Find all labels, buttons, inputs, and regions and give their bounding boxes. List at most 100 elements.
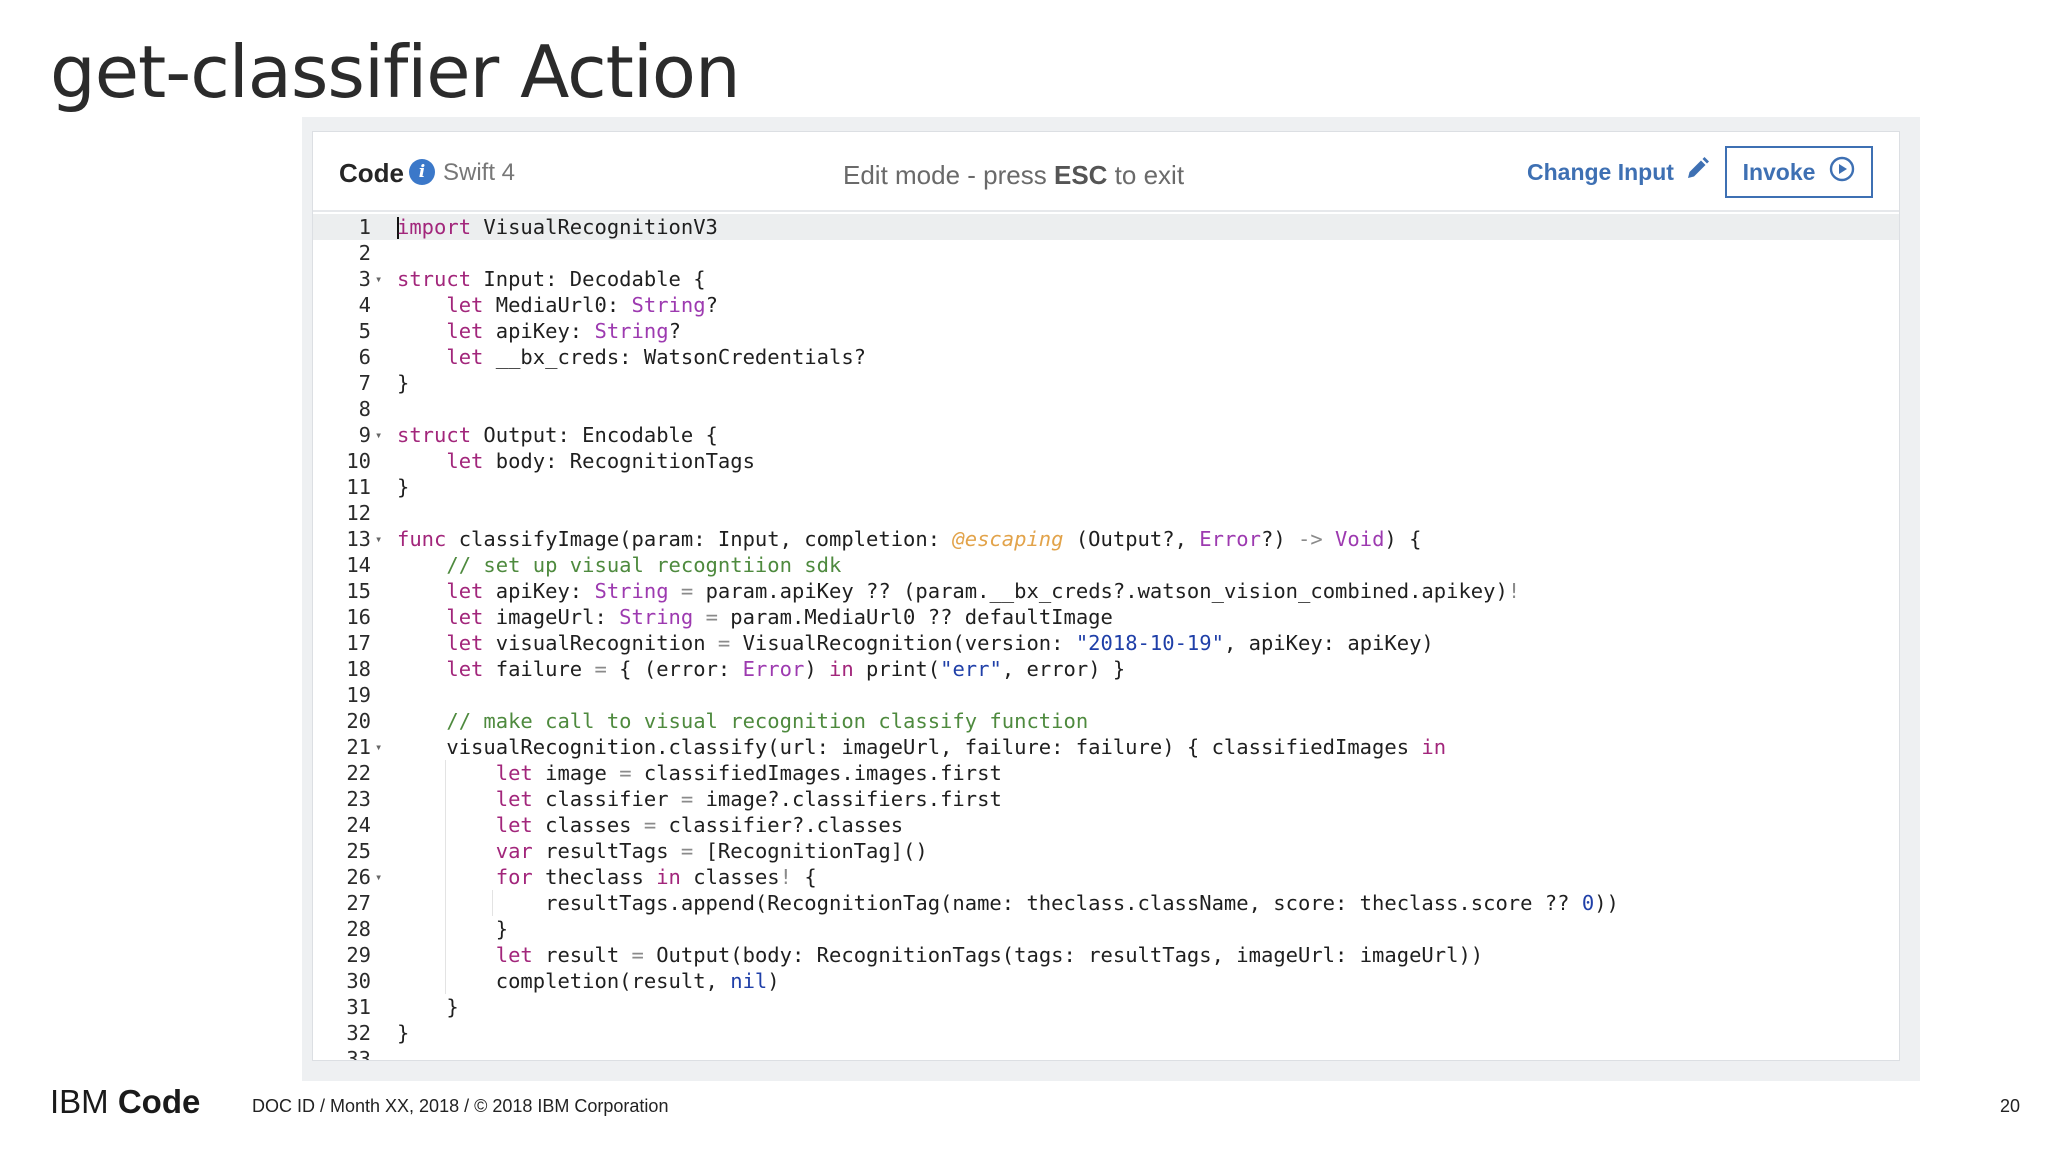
edit-mode-prefix: Edit mode - press	[843, 160, 1054, 190]
indent-guide	[445, 942, 447, 968]
language-label: Swift 4	[443, 159, 516, 186]
brand-ibm: IBM	[50, 1083, 109, 1120]
fold-arrow-icon[interactable]: ▾	[375, 428, 383, 442]
info-icon[interactable]: i	[409, 159, 435, 185]
panel-header: Code i Swift 4 Edit mode - press ESC to …	[313, 132, 1899, 212]
code-line[interactable]: 14 // set up visual recogntiion sdk	[313, 552, 1899, 578]
code-line[interactable]: 21 ▾ visualRecognition.classify(url: imag…	[313, 734, 1899, 760]
edit-mode-key: ESC	[1053, 160, 1108, 190]
indent-guide	[492, 890, 494, 916]
code-line[interactable]: 1 import VisualRecognitionV3	[313, 214, 1899, 240]
code-label: Code	[339, 158, 404, 188]
code-text: visualRecognition.classify(url: imageUrl…	[397, 735, 1447, 759]
code-line[interactable]: 25 var resultTags = [RecognitionTag]()	[313, 838, 1899, 864]
line-number: 24	[346, 813, 371, 837]
line-number: 31	[346, 995, 371, 1019]
line-number: 19	[346, 683, 371, 707]
code-line[interactable]: 3 ▾ struct Input: Decodable {	[313, 266, 1899, 292]
slide-title: get-classifier Action	[50, 30, 741, 114]
code-line[interactable]: 13▾func classifyImage(param: Input, comp…	[313, 526, 1899, 552]
indent-guide	[445, 968, 447, 994]
invoke-button[interactable]: Invoke	[1725, 146, 1873, 198]
indent-guide	[445, 916, 447, 942]
code-text: let imageUrl: String = param.MediaUrl0 ?…	[446, 605, 1113, 629]
code-line[interactable]: 26▾ for theclass in classes! {	[313, 864, 1899, 890]
line-number: 10	[346, 449, 371, 473]
code-line[interactable]: 28 }	[313, 916, 1899, 942]
code-line[interactable]: 24 let classes = classifier?.classes	[313, 812, 1899, 838]
code-line[interactable]: 8	[313, 396, 1899, 422]
line-number: 11	[346, 475, 371, 499]
code-text: }	[397, 371, 410, 395]
code-text: }	[397, 1021, 410, 1045]
line-number: 12	[346, 501, 371, 525]
fold-arrow-icon[interactable]: ▾	[375, 532, 383, 546]
code-text: }	[397, 475, 410, 499]
code-text: let image = classifiedImages.images.firs…	[495, 761, 1002, 785]
code-line[interactable]: 12	[313, 500, 1899, 526]
code-line[interactable]: 15 let apiKey: String = param.apiKey ?? …	[313, 578, 1899, 604]
line-number: 15	[346, 579, 371, 603]
line-number: 27	[346, 891, 371, 915]
text-cursor	[397, 217, 399, 239]
indent-guide	[445, 786, 447, 812]
code-line[interactable]: 20 // make call to visual recognition cl…	[313, 708, 1899, 734]
code-line[interactable]: 4 let MediaUrl0: String?	[313, 292, 1899, 318]
code-line[interactable]: 5 let apiKey: String?	[313, 318, 1899, 344]
code-line[interactable]: 29 let result = Output(body: Recognition…	[313, 942, 1899, 968]
line-number: 7	[358, 371, 371, 395]
line-number: 5	[358, 319, 371, 343]
page-number: 20	[1999, 1096, 2020, 1116]
code-text: var resultTags = [RecognitionTag]()	[495, 839, 928, 863]
code-text: let apiKey: String = param.apiKey ?? (pa…	[446, 579, 1521, 603]
code-line[interactable]: 16 let imageUrl: String = param.MediaUrl…	[313, 604, 1899, 630]
play-circle-icon	[1829, 156, 1855, 188]
change-input-button[interactable]: Change Input	[1527, 156, 1710, 188]
code-line[interactable]: 7}	[313, 370, 1899, 396]
code-line[interactable]: 19	[313, 682, 1899, 708]
line-number: 17	[346, 631, 371, 655]
indent-guide	[445, 864, 447, 890]
code-line[interactable]: 23 let classifier = image?.classifiers.f…	[313, 786, 1899, 812]
fold-arrow-icon[interactable]: ▾	[375, 870, 383, 884]
code-line[interactable]: 31 }	[313, 994, 1899, 1020]
line-number: 20	[346, 709, 371, 733]
line-number: 16	[346, 605, 371, 629]
code-line[interactable]: 33	[313, 1046, 1899, 1060]
fold-arrow-icon[interactable]: ▾	[375, 740, 383, 754]
code-line[interactable]: 30 completion(result, nil)	[313, 968, 1899, 994]
code-text: resultTags.append(RecognitionTag(name: t…	[397, 891, 1619, 915]
line-number: 18	[346, 657, 371, 681]
code-line[interactable]: 17 let visualRecognition = VisualRecogni…	[313, 630, 1899, 656]
code-text: struct Input: Decodable {	[397, 267, 706, 291]
code-text: import VisualRecognitionV3	[397, 215, 718, 239]
line-number: 2	[358, 241, 371, 265]
code-text: let body: RecognitionTags	[446, 449, 755, 473]
change-input-label: Change Input	[1527, 158, 1674, 185]
code-line[interactable]: 27 resultTags.append(RecognitionTag(name…	[313, 890, 1899, 916]
line-number: 21	[346, 735, 371, 759]
code-line[interactable]: 18 let failure = { (error: Error) in pri…	[313, 656, 1899, 682]
indent-guide	[445, 890, 447, 916]
line-number: 30	[346, 969, 371, 993]
line-number: 3	[358, 267, 371, 291]
code-text: let classes = classifier?.classes	[495, 813, 904, 837]
code-line[interactable]: 9▾struct Output: Encodable {	[313, 422, 1899, 448]
code-text: let visualRecognition = VisualRecognitio…	[446, 631, 1434, 655]
line-number: 14	[346, 553, 371, 577]
line-number: 23	[346, 787, 371, 811]
code-line[interactable]: 22 let image = classifiedImages.images.f…	[313, 760, 1899, 786]
ibm-code-logo: IBM Code	[50, 1083, 200, 1121]
code-text: completion(result, nil)	[397, 969, 780, 993]
code-line[interactable]: 32}	[313, 1020, 1899, 1046]
code-line[interactable]: 2	[313, 240, 1899, 266]
code-text: let failure = { (error: Error) in print(…	[446, 657, 1126, 681]
fold-arrow-icon[interactable]: ▾	[375, 272, 383, 286]
line-number: 1	[358, 215, 371, 239]
code-line[interactable]: 10 let body: RecognitionTags	[313, 448, 1899, 474]
line-number: 28	[346, 917, 371, 941]
code-line[interactable]: 11}	[313, 474, 1899, 500]
code-line[interactable]: 6 let __bx_creds: WatsonCredentials?	[313, 344, 1899, 370]
code-text: }	[397, 917, 509, 941]
